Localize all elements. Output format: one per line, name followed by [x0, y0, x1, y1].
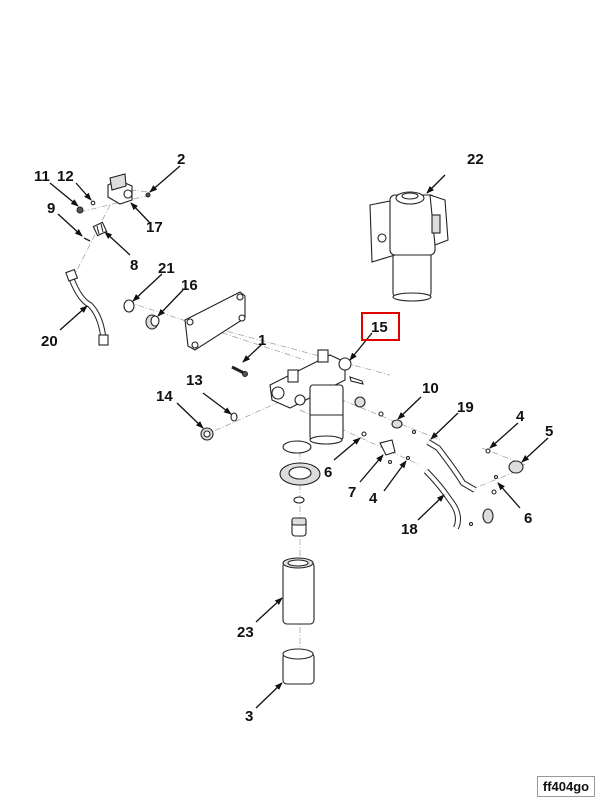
- part-20-hose: [65, 268, 109, 346]
- part-17-bracket: [107, 173, 133, 205]
- callout-11: 11: [34, 168, 50, 185]
- callout-7: 7: [348, 484, 356, 501]
- part-9-clip: [83, 237, 91, 242]
- callout-20: 20: [41, 333, 58, 350]
- callout-17: 17: [146, 219, 163, 236]
- filter-base-cap: [279, 462, 321, 486]
- part-13-o-ring: [230, 412, 238, 422]
- callout-6-left: 6: [324, 464, 332, 481]
- callout-15: 15: [371, 319, 388, 336]
- callout-labels: 2 11 12 9 17 8 21 16 20 1 13 14 15 22 10…: [34, 151, 553, 725]
- callout-19: 19: [457, 399, 474, 416]
- part-21-plug: [123, 299, 135, 313]
- fitting-small-parts: [354, 396, 524, 527]
- figure-id-label: ff404go: [537, 776, 595, 797]
- nipple-fitting: [291, 517, 307, 537]
- part-19-tube: [426, 439, 477, 493]
- callout-4-lower: 4: [369, 490, 378, 507]
- highlight-box-15: [361, 312, 400, 341]
- part-22-filter-assembly: [369, 191, 449, 302]
- filter-head-assembly: [269, 349, 364, 445]
- callout-12: 12: [57, 168, 74, 185]
- callout-5: 5: [545, 423, 553, 440]
- large-o-ring: [282, 440, 312, 454]
- callout-16: 16: [181, 277, 198, 294]
- callout-23: 23: [237, 624, 254, 641]
- part-8-connector: [92, 221, 108, 237]
- callout-8: 8: [130, 257, 138, 274]
- mounting-plate: [184, 291, 246, 351]
- callout-14: 14: [156, 388, 173, 405]
- part-18-tube: [423, 468, 461, 530]
- leader-lines: [49, 165, 549, 709]
- callout-4-upper: 4: [516, 408, 525, 425]
- callout-22: 22: [467, 151, 484, 168]
- callout-3: 3: [245, 708, 253, 725]
- callout-18: 18: [401, 521, 418, 538]
- part-16-fitting: [145, 314, 160, 330]
- callout-9: 9: [47, 200, 55, 217]
- part-12-washer: [90, 200, 96, 206]
- callout-13: 13: [186, 372, 203, 389]
- callout-21: 21: [158, 260, 175, 277]
- part-23-filter-element: [282, 557, 315, 625]
- small-o-ring: [293, 496, 305, 504]
- part-14-plug: [200, 427, 214, 441]
- part-3-cup: [282, 648, 315, 685]
- callout-2: 2: [177, 151, 185, 168]
- callout-1: 1: [258, 332, 266, 349]
- callout-6-right: 6: [524, 510, 532, 527]
- callout-10: 10: [422, 380, 439, 397]
- part-1-bolt: [231, 365, 248, 377]
- part-11-nut: [76, 206, 84, 214]
- part-2-nut: [145, 192, 151, 198]
